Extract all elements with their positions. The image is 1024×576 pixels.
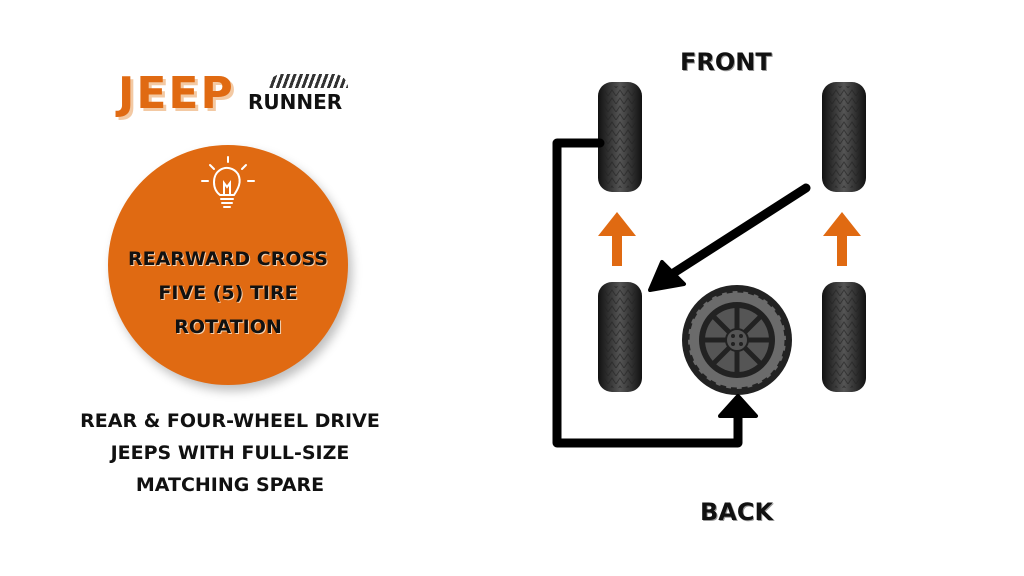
orange-arrow-left	[598, 212, 636, 266]
rotation-title: REARWARD CROSS FIVE (5) TIRE ROTATION	[127, 248, 328, 338]
tire-rear-left	[598, 282, 642, 392]
jeep-runner-logo: JEEP RUNNER	[118, 68, 358, 119]
tire-tread-icon	[268, 74, 348, 88]
tire-front-right	[822, 82, 866, 192]
logo-brand: JEEP	[118, 68, 235, 119]
tire-rear-right	[822, 282, 866, 392]
spare-rotation-arrow	[552, 138, 758, 448]
applicability-subtitle: REAR & FOUR-WHEEL DRIVE JEEPS WITH FULL-…	[80, 410, 380, 496]
tire-front-left	[598, 82, 642, 192]
front-label: FRONT	[680, 48, 772, 76]
lightbulb-icon	[201, 156, 255, 208]
orange-arrow-right	[823, 212, 861, 266]
back-label: BACK	[700, 498, 774, 526]
logo-sub: RUNNER	[248, 90, 343, 114]
diagonal-cross-arrow	[648, 183, 811, 292]
spare-wheel-icon	[682, 285, 792, 395]
title-badge: REARWARD CROSS FIVE (5) TIRE ROTATION	[108, 145, 348, 385]
